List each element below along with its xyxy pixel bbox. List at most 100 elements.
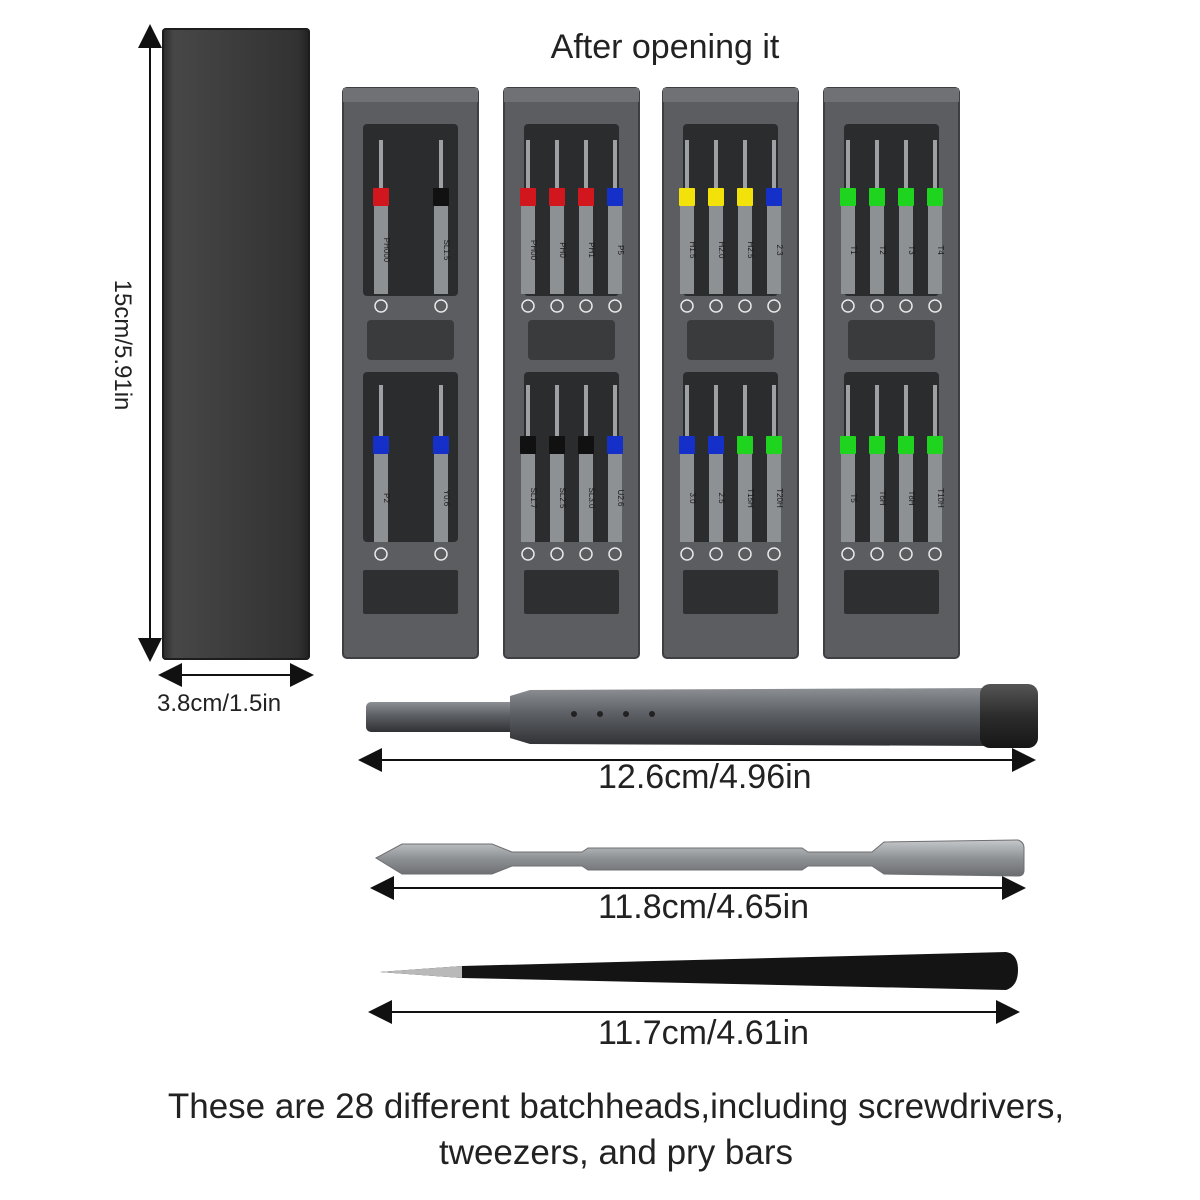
bit-size-label: SL1.7: [529, 488, 538, 509]
bit-type-icon: [767, 299, 781, 313]
bit-size-label: H1.5: [688, 242, 697, 259]
screwdriver-handle-image: [366, 684, 1038, 748]
bit: H2.0: [708, 140, 726, 313]
bit-size-label: P2: [382, 493, 391, 503]
bit-type-icon: [738, 547, 752, 561]
bit-size-label: T15H: [746, 488, 755, 508]
bit-type-icon: [550, 547, 564, 561]
bit: 2.3: [766, 140, 784, 313]
bit: T10H: [927, 385, 945, 561]
bit-size-label: T20H: [775, 488, 784, 508]
bit: T1: [840, 140, 858, 313]
bit-type-icon: [870, 547, 884, 561]
bit-type-icon: [374, 547, 388, 561]
bit-size-label: P5: [616, 245, 625, 255]
bit-size-label: T10H: [936, 488, 945, 508]
bit-size-label: PH0: [558, 242, 567, 258]
bit-type-icon: [608, 299, 622, 313]
bit-type-icon: [680, 547, 694, 561]
bit-size-label: PH1: [587, 242, 596, 258]
bit: 2.5: [708, 385, 726, 561]
bit-size-label: H2.0: [717, 242, 726, 259]
bit-type-icon: [928, 547, 942, 561]
bit-size-label: SL1.5: [442, 240, 451, 261]
bit: H1.5: [679, 140, 697, 313]
bit-type-icon: [579, 299, 593, 313]
bit: PH1: [578, 140, 596, 313]
closed-case-outline: [162, 28, 310, 660]
description-line-2: tweezers, and pry bars: [438, 1133, 794, 1172]
bit-size-label: T6H: [878, 490, 887, 505]
bit-type-icon: [680, 299, 694, 313]
closed-case-image: [162, 28, 310, 660]
bit-type-icon: [579, 547, 593, 561]
bit-size-label: 2.3: [775, 244, 784, 256]
tweezers-length-label: 11.7cm/4.61in: [598, 1014, 810, 1052]
bit: T8H: [898, 385, 916, 561]
bit: SL2.5: [549, 385, 567, 561]
bit-type-icon: [928, 299, 942, 313]
bit-type-icon: [521, 547, 535, 561]
bit-type-icon: [841, 299, 855, 313]
bit-type-icon: [709, 299, 723, 313]
bit: SL1.7: [520, 385, 538, 561]
bit-size-label: T8H: [907, 490, 916, 505]
bit: T5: [840, 385, 858, 561]
bit-type-icon: [608, 547, 622, 561]
bit-size-label: SL3.0: [587, 488, 596, 509]
bit: P2: [373, 385, 391, 561]
bit: PH0: [549, 140, 567, 313]
bit-type-icon: [899, 547, 913, 561]
page-title: After opening it: [550, 28, 780, 66]
bit: H2.5: [737, 140, 755, 313]
bit-type-icon: [434, 299, 448, 313]
bit: T20H: [766, 385, 784, 561]
pry-bar-image: [374, 839, 1025, 877]
bit-tray: PH000 SL1.5P2 Y0.6: [342, 87, 479, 659]
bit-type-icon: [521, 299, 535, 313]
bit-type-icon: [738, 299, 752, 313]
bit: T4: [927, 140, 945, 313]
bit-size-label: PH00: [529, 240, 538, 261]
bit-type-icon: [374, 299, 388, 313]
bit-type-icon: [434, 547, 448, 561]
tweezers-image: [380, 952, 1018, 990]
case-width-label: 3.8cm/1.5in: [157, 690, 282, 717]
bit-size-label: 2.5: [717, 492, 726, 504]
bit: T3: [898, 140, 916, 313]
bit: T15H: [737, 385, 755, 561]
bit: T6H: [869, 385, 887, 561]
description-line-1: These are 28 different batchheads,includ…: [167, 1087, 1065, 1126]
bit-size-label: 3.0: [688, 492, 697, 504]
bit-type-icon: [709, 547, 723, 561]
bit-type-icon: [870, 299, 884, 313]
pry-bar-length-label: 11.8cm/4.65in: [598, 888, 810, 926]
bit-size-label: T3: [907, 245, 916, 255]
bit-type-icon: [899, 299, 913, 313]
handle-length-label: 12.6cm/4.96in: [598, 758, 812, 796]
bit: U2.6: [607, 385, 625, 561]
bit-size-label: T5: [849, 493, 858, 503]
bit: 3.0: [679, 385, 697, 561]
bit-tray: H1.5 H2.0 H2.5 2.3 3.0 2.5 T15H T20H: [662, 87, 799, 659]
bit: PH000: [373, 140, 391, 313]
bit-size-label: PH000: [382, 238, 391, 263]
bit-type-icon: [841, 547, 855, 561]
bit-size-label: T2: [878, 245, 887, 255]
bit-size-label: SL2.5: [558, 488, 567, 509]
bit-type-icon: [767, 547, 781, 561]
bit-size-label: T1: [849, 245, 858, 255]
bit: PH00: [520, 140, 538, 313]
bit: T2: [869, 140, 887, 313]
bit: SL1.5: [433, 140, 451, 313]
bit-size-label: U2.6: [616, 490, 625, 507]
bit-type-icon: [550, 299, 564, 313]
bit: Y0.6: [433, 385, 451, 561]
bit-size-label: H2.5: [746, 242, 755, 259]
bit: P5: [607, 140, 625, 313]
bit: SL3.0: [578, 385, 596, 561]
